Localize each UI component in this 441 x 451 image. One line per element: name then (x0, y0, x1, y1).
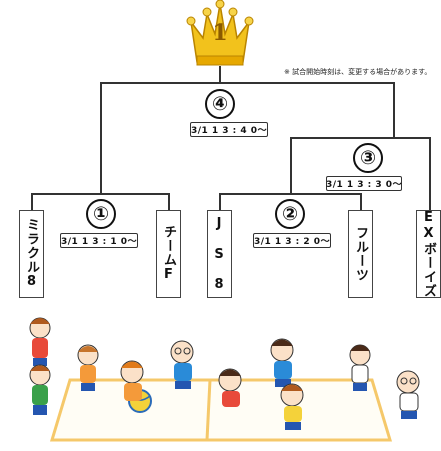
round-4-number: ④ (205, 89, 235, 119)
kid-figure (396, 370, 420, 419)
round-2-time: 3/1 1 3 : 2 0〜 (253, 233, 331, 248)
team-fruits: フルーツ (348, 210, 373, 298)
kid-figure (280, 383, 304, 430)
kid-figure (77, 344, 99, 391)
crown-number: 1 (212, 20, 228, 46)
team-label: ミラクル8 (24, 218, 39, 290)
team-label-char: 8 (214, 277, 225, 292)
team-f: チームF (156, 210, 181, 298)
team-label: フルーツ (353, 226, 368, 282)
round-2-number: ② (275, 199, 305, 229)
kid-figure (29, 364, 51, 415)
kid-figure (120, 360, 144, 401)
team-miracle8: ミラクル8 (19, 210, 44, 298)
team-js8: J S 8 (207, 210, 232, 298)
kid-figure (270, 338, 294, 387)
kid-figure (29, 317, 51, 366)
court (49, 378, 393, 442)
team-label: チームF (161, 225, 176, 283)
round-1-number: ① (86, 199, 116, 229)
schedule-note: ※ 試合開始時刻は、変更する場合があります。 (284, 68, 432, 76)
team-label: J S 8 (214, 216, 224, 292)
team-label-char: J (216, 216, 223, 231)
team-label: EXボーイズ (421, 210, 436, 298)
dodgeball-illustration (29, 317, 420, 442)
team-ex-boys: EXボーイズ (416, 210, 441, 298)
kid-figure (170, 340, 194, 389)
round-3-time: 3/1 1 3 : 3 0〜 (326, 176, 402, 191)
kid-figure (218, 368, 242, 407)
round-3-number: ③ (353, 143, 383, 173)
kid-figure (349, 344, 371, 391)
round-4-time: 3/1 1 3 : 4 0〜 (190, 122, 268, 137)
team-label-char: S (214, 246, 225, 262)
round-1-time: 3/1 1 3 : 1 0〜 (60, 233, 138, 248)
crown-icon (186, 0, 254, 66)
